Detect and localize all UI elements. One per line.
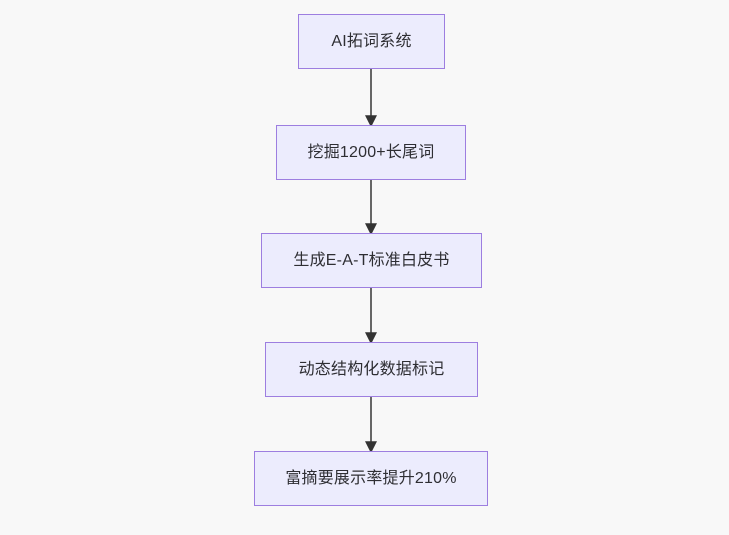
flow-node-rich-snippet-impression-lift[interactable]: 富摘要展示率提升210% <box>254 451 488 506</box>
flow-node-dynamic-structured-data-markup[interactable]: 动态结构化数据标记 <box>265 342 478 397</box>
flow-node-label: AI拓词系统 <box>331 32 412 50</box>
flow-node-label: 富摘要展示率提升210% <box>285 469 457 487</box>
flow-node-label: 生成E-A-T标准白皮书 <box>293 251 450 269</box>
flow-node-label: 动态结构化数据标记 <box>298 360 445 378</box>
flow-node-label: 挖掘1200+长尾词 <box>307 143 435 161</box>
flow-node-ai-keyword-system[interactable]: AI拓词系统 <box>298 14 445 69</box>
flow-node-generate-eat-whitepaper[interactable]: 生成E-A-T标准白皮书 <box>261 233 482 288</box>
flow-node-mine-longtail-keywords[interactable]: 挖掘1200+长尾词 <box>276 125 466 180</box>
